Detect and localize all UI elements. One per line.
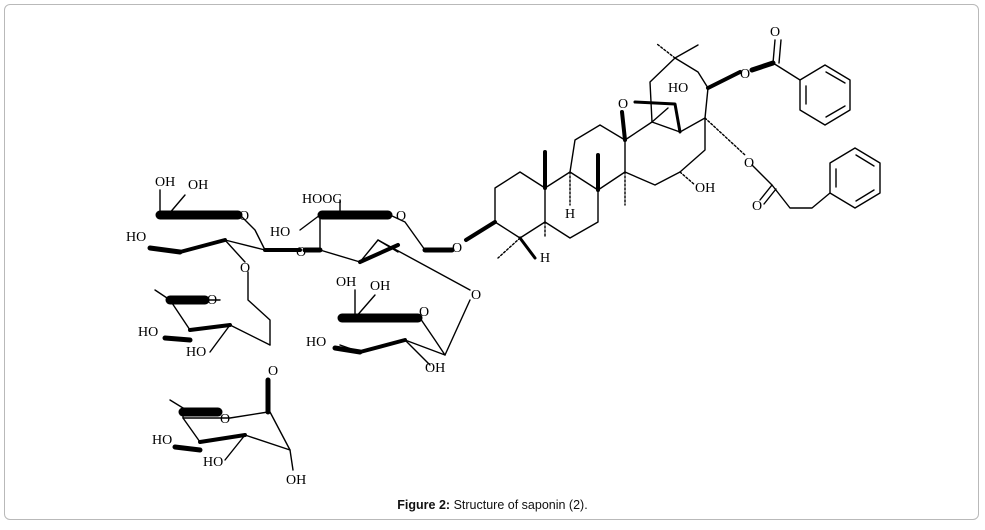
atom-label: OH [155,175,175,190]
atom-label: O [618,97,628,112]
atom-label: H [540,251,550,266]
figure-caption: Figure 2: Structure of saponin (2). [0,498,985,512]
atom-label: HO [668,81,688,96]
atom-label: OH [336,275,356,290]
atom-label: O [239,209,249,224]
atom-label: O [396,209,406,224]
atom-label: HO [126,230,146,245]
atom-label: O [268,364,278,379]
atom-label: O [471,288,481,303]
atom-label: HO [138,325,158,340]
atom-label: H [565,207,575,222]
atom-label: HO [306,335,326,350]
atom-labels: O HO O O OH O O H H O HOOC O HO O O OH O… [126,25,780,488]
atom-label: HOOC [302,192,342,207]
atom-label: O [752,199,762,214]
bonds [147,39,881,471]
atom-label: O [740,67,750,82]
atom-label: OH [425,361,445,376]
atom-label: O [419,305,429,320]
atom-label: OH [286,473,306,488]
atom-label: HO [203,455,223,470]
atom-label: O [452,241,462,256]
atom-label: O [240,261,250,276]
figure-frame [4,4,979,520]
atom-label: HO [152,433,172,448]
atom-label: HO [270,225,290,240]
atom-label: OH [370,279,390,294]
atom-label: O [744,156,754,171]
atom-label: OH [695,181,715,196]
atom-label: OH [188,178,208,193]
atom-label: HO [186,345,206,360]
caption-label: Figure 2: [397,498,451,512]
atom-label: O [296,245,306,260]
caption-text: Structure of saponin (2). [453,498,588,512]
atom-label: O [770,25,780,40]
atom-label: O [220,412,230,427]
atom-label: O [207,293,217,308]
